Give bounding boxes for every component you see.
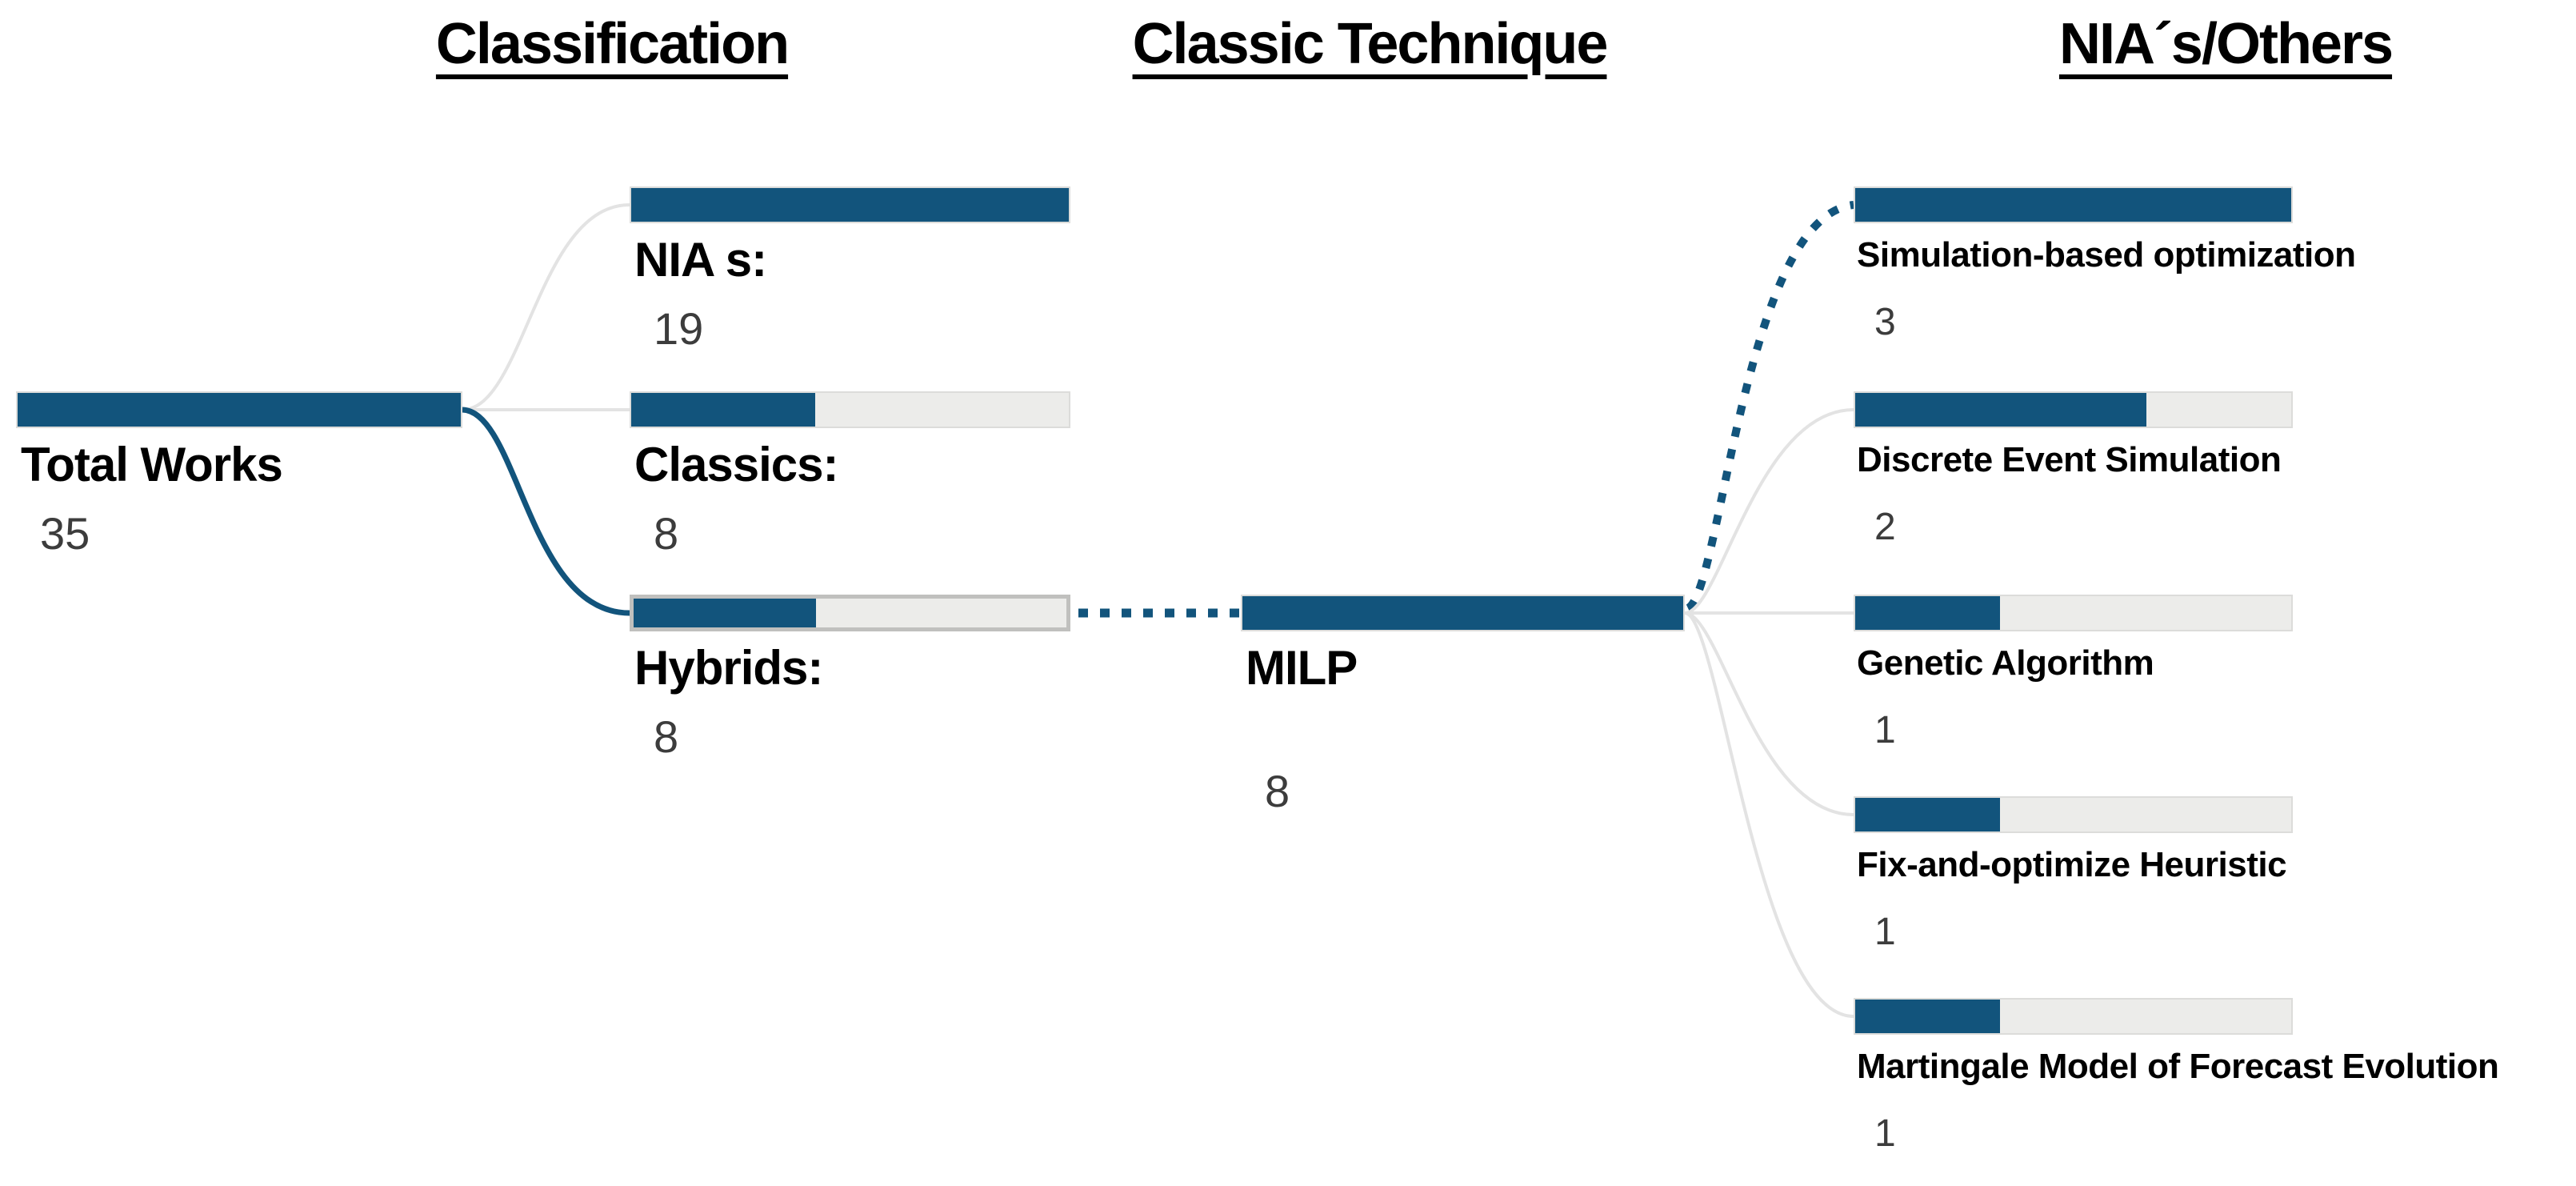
milp-bar-fill: [1242, 596, 1683, 630]
genetic-algorithm-bar: [1854, 595, 2293, 631]
discrete-event-simulation-bar: [1854, 391, 2293, 428]
node-discrete-event-simulation: Discrete Event Simulation 2: [1854, 391, 2293, 547]
node-classics: Classics: 8: [630, 391, 1070, 556]
link-total-to-nias: [462, 203, 630, 411]
martingale-model-label: Martingale Model of Forecast Evolution: [1857, 1047, 2499, 1086]
total-works-value: 35: [40, 508, 90, 559]
simulation-based-optimization-bar: [1854, 186, 2293, 223]
header-classification: Classification: [435, 12, 790, 76]
milp-value: 8: [1265, 766, 1290, 816]
node-nias: NIA s: 19: [630, 186, 1070, 351]
discrete-event-simulation-label: Discrete Event Simulation: [1857, 440, 2282, 479]
link-milp-to-martingale: [1684, 611, 1854, 1018]
hybrids-bar: [630, 595, 1070, 631]
nias-bar: [630, 186, 1070, 223]
node-milp: MILP 8: [1241, 595, 1685, 814]
header-classic-technique: Classic Technique: [1132, 12, 1609, 76]
martingale-model-value: 1: [1874, 1112, 1896, 1155]
martingale-model-bar: [1854, 998, 2293, 1035]
fix-and-optimize-heuristic-label: Fix-and-optimize Heuristic: [1857, 845, 2287, 884]
nias-value: 19: [654, 303, 704, 354]
node-fix-and-optimize-heuristic: Fix-and-optimize Heuristic 1: [1854, 796, 2293, 952]
link-total-to-hybrids: [462, 407, 630, 616]
simulation-based-optimization-label: Simulation-based optimization: [1857, 235, 2356, 274]
total-works-bar: [16, 391, 462, 428]
nias-bar-fill: [631, 188, 1069, 222]
milp-bar: [1241, 595, 1685, 631]
classics-bar: [630, 391, 1070, 428]
node-genetic-algorithm: Genetic Algorithm 1: [1854, 595, 2293, 750]
simulation-based-optimization-value: 3: [1874, 301, 1896, 343]
hybrids-label: Hybrids:: [634, 641, 823, 695]
genetic-algorithm-value: 1: [1874, 709, 1896, 751]
node-hybrids: Hybrids: 8: [630, 595, 1070, 759]
classics-value: 8: [654, 508, 679, 559]
header-nias-others: NIA´s/Others: [2058, 12, 2394, 76]
simulation-based-optimization-bar-fill: [1855, 188, 2291, 222]
fix-and-optimize-heuristic-value: 1: [1874, 911, 1896, 953]
fix-and-optimize-heuristic-bar: [1854, 796, 2293, 833]
total-works-label: Total Works: [21, 438, 283, 491]
genetic-algorithm-bar-fill: [1855, 596, 2001, 630]
classics-label: Classics:: [634, 438, 839, 491]
link-milp-to-fix-and-optimize: [1684, 611, 1854, 816]
discrete-event-simulation-value: 2: [1874, 506, 1896, 548]
classics-bar-fill: [631, 393, 816, 427]
hybrids-value: 8: [654, 711, 679, 762]
node-simulation-based-optimization: Simulation-based optimization 3: [1854, 186, 2356, 343]
fix-and-optimize-heuristic-bar-fill: [1855, 798, 2001, 831]
milp-label: MILP: [1246, 641, 1358, 695]
discrete-event-simulation-bar-fill: [1855, 393, 2146, 427]
link-milp-to-simulation-based-optimization: [1685, 201, 1854, 612]
link-milp-to-discrete-event-simulation: [1684, 408, 1854, 615]
martingale-model-bar-fill: [1855, 1000, 2001, 1033]
hybrids-bar-fill: [634, 599, 816, 627]
node-total-works: Total Works 35: [16, 391, 462, 556]
node-martingale-model: Martingale Model of Forecast Evolution 1: [1854, 998, 2499, 1155]
total-works-bar-fill: [18, 393, 461, 427]
nias-label: NIA s:: [634, 233, 767, 286]
genetic-algorithm-label: Genetic Algorithm: [1857, 643, 2154, 683]
